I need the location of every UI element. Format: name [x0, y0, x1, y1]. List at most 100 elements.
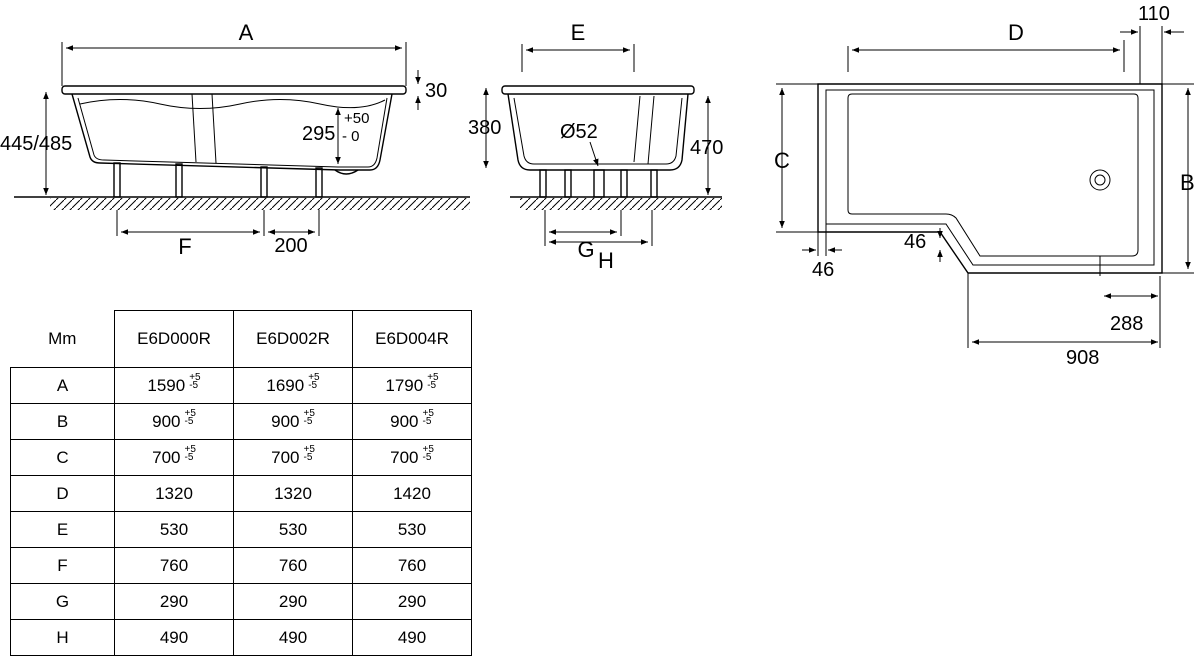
tolerance-plus: +5 [422, 407, 434, 419]
table-cell: 1690+5-5 [233, 367, 353, 404]
cell-value: 700 [390, 447, 419, 467]
label-E: E [571, 20, 586, 45]
table-corner-label: Mm [48, 328, 77, 348]
cell-value: 290 [397, 591, 427, 611]
cell-value: 490 [397, 627, 427, 647]
tolerance-plus: +5 [303, 407, 315, 419]
table-col-header: E6D000R [114, 310, 234, 368]
table-cell: 900+5-5 [233, 403, 353, 440]
table-cell: 1790+5-5 [352, 367, 472, 404]
table-cell: 700+5-5 [114, 439, 234, 476]
label-470: 470 [690, 137, 723, 159]
table-cell: 490 [233, 619, 353, 656]
table-cell: 700+5-5 [233, 439, 353, 476]
tolerance-plus: +5 [427, 371, 439, 383]
table-cell: 900+5-5 [114, 403, 234, 440]
table-cell: 760 [114, 547, 234, 584]
table-cell: 1420 [352, 475, 472, 512]
cell-value: 290 [159, 591, 189, 611]
table-cell: 490 [352, 619, 472, 656]
row-label: A [10, 367, 115, 404]
label-F: F [178, 234, 191, 259]
table-cell: 290 [352, 583, 472, 620]
tolerance-minus: -5 [422, 415, 432, 427]
tolerance-plus: +5 [189, 371, 201, 383]
table-col-header: E6D004R [352, 310, 472, 368]
label-445-485: 445/485 [0, 133, 72, 155]
label-tol-plus: +50 [344, 110, 369, 127]
tolerance: +5-5 [427, 371, 439, 391]
tolerance-minus: -5 [303, 415, 313, 427]
cell-value: 700 [271, 447, 300, 467]
tolerance-minus: -5 [189, 379, 199, 391]
table-header-row: Mm E6D000R E6D002R E6D004R [11, 310, 472, 368]
drain-icon [1089, 169, 1111, 191]
label-288: 288 [1110, 313, 1143, 335]
cell-value: 1690 [266, 375, 305, 395]
row-label: E [10, 511, 115, 548]
tolerance: +5-5 [308, 371, 320, 391]
cell-value: 1590 [147, 375, 186, 395]
tolerance: +5-5 [303, 407, 315, 427]
tolerance: +5-5 [303, 444, 314, 462]
cell-value: 760 [278, 555, 308, 575]
plan-view: D 110 C B 46 46 [774, 3, 1195, 300]
cell-value: 1320 [155, 483, 193, 503]
table-cell: 530 [114, 511, 234, 548]
table-row: D 1320 1320 1420 [10, 475, 472, 512]
table-cell: 760 [352, 547, 472, 584]
table-cell: 530 [233, 511, 353, 548]
table-cell: 290 [233, 583, 353, 620]
label-110: 110 [1138, 3, 1170, 25]
table-cell: 490 [114, 619, 234, 656]
label-B: B [1180, 170, 1195, 195]
cell-value: 700 [152, 447, 181, 467]
label-380: 380 [468, 117, 501, 139]
row-label: F [10, 547, 115, 584]
row-label: D [10, 475, 115, 512]
cell-value: 1790 [385, 375, 424, 395]
label-A: A [239, 20, 254, 45]
legs [113, 162, 359, 198]
table-row: G 290 290 290 [10, 583, 472, 620]
tolerance-minus: -5 [308, 379, 318, 391]
tolerance: +5-5 [189, 371, 201, 391]
cell-value: 900 [271, 411, 300, 431]
tolerance-plus: +5 [184, 443, 196, 455]
label-200: 200 [274, 235, 307, 257]
tolerance: +5-5 [184, 407, 196, 427]
tolerance-plus: +5 [422, 443, 434, 455]
tolerance: +5-5 [422, 443, 434, 462]
row-label: B [10, 403, 115, 440]
label-46-mid: 46 [904, 231, 926, 253]
row-label: G [10, 583, 115, 620]
side-view-long: A 30 445/485 295 +50 - 0 F 200 [0, 20, 470, 259]
table-cell: 760 [233, 547, 353, 584]
label-295: 295 [302, 123, 335, 145]
tolerance-plus: +5 [308, 371, 320, 383]
row-label: H [10, 619, 115, 656]
label-46-left: 46 [812, 259, 834, 281]
row-label: C [10, 439, 115, 476]
table-cell: 530 [352, 511, 472, 548]
label-30: 30 [425, 80, 447, 102]
tolerance: +5-5 [184, 443, 196, 462]
label-908: 908 [1066, 347, 1099, 369]
cell-value: 530 [159, 519, 189, 539]
tolerance-minus: -5 [427, 379, 437, 391]
bathtub-technical-drawing: A 30 445/485 295 +50 - 0 F 200 [0, 3, 1195, 300]
tolerance-minus: -5 [184, 415, 194, 427]
label-o52: Ø52 [560, 121, 598, 143]
tolerance-plus: +5 [184, 407, 196, 419]
label-C: C [774, 148, 790, 173]
cell-value: 1320 [274, 483, 312, 503]
cell-value: 290 [278, 591, 308, 611]
label-G: G [577, 237, 594, 262]
cell-value: 900 [390, 411, 419, 431]
table-cell: 1320 [114, 475, 234, 512]
